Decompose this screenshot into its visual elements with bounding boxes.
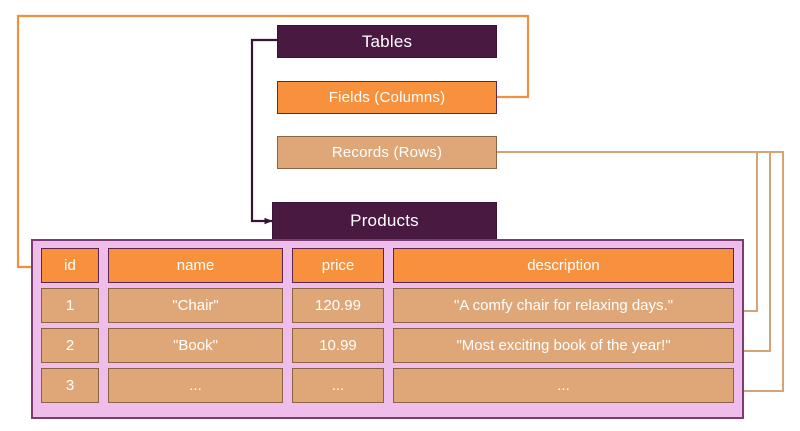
cell-price-row1: 120.99 <box>292 288 384 323</box>
cell-name-row3: ... <box>108 368 283 403</box>
table-row: 3 ... ... ... <box>41 368 734 403</box>
concept-label-records: Records (Rows) <box>331 144 443 161</box>
concept-box-records[interactable]: Records (Rows) <box>277 136 497 169</box>
concept-box-products[interactable]: Products <box>272 202 497 240</box>
table-header-row: id name price description <box>41 248 734 283</box>
column-header-price[interactable]: price <box>292 248 384 283</box>
cell-description-row1: "A comfy chair for relaxing days." <box>393 288 734 323</box>
table-row: 1 "Chair" 120.99 "A comfy chair for rela… <box>41 288 734 323</box>
connector-tables-to-products <box>250 38 277 225</box>
table-row: 2 "Book" 10.99 "Most exciting book of th… <box>41 328 734 363</box>
column-header-description[interactable]: description <box>393 248 734 283</box>
concept-box-tables[interactable]: Tables <box>277 25 497 58</box>
cell-name-row2: "Book" <box>108 328 283 363</box>
concept-box-fields[interactable]: Fields (Columns) <box>277 81 497 114</box>
cell-description-row2: "Most exciting book of the year!" <box>393 328 734 363</box>
cell-id-row1: 1 <box>41 288 99 323</box>
cell-price-row3: ... <box>292 368 384 403</box>
column-header-id[interactable]: id <box>41 248 99 283</box>
cell-id-row2: 2 <box>41 328 99 363</box>
cell-name-row1: "Chair" <box>108 288 283 323</box>
products-table-panel: id name price description 1 "Chair" 120.… <box>31 239 744 419</box>
concept-label-tables: Tables <box>361 31 413 51</box>
cell-price-row2: 10.99 <box>292 328 384 363</box>
concept-label-products: Products <box>350 211 419 230</box>
cell-description-row3: ... <box>393 368 734 403</box>
cell-id-row3: 3 <box>41 368 99 403</box>
concept-label-fields: Fields (Columns) <box>328 89 446 106</box>
column-header-name[interactable]: name <box>108 248 283 283</box>
